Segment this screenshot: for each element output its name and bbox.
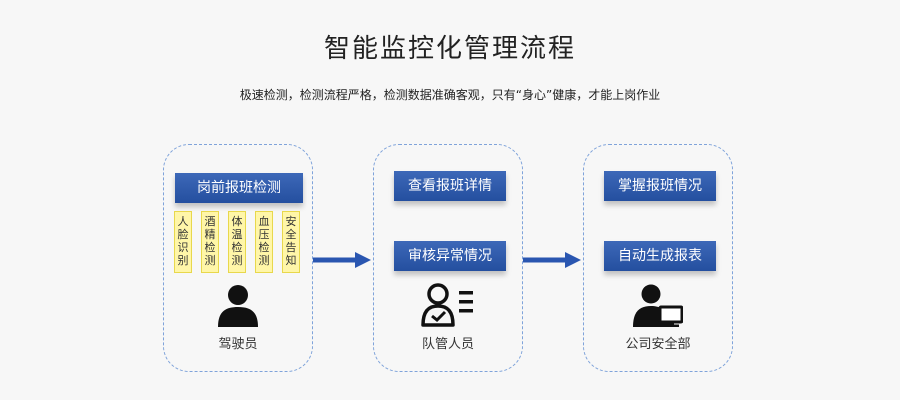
page-title: 智能监控化管理流程 [323,34,576,64]
manager-label: 队管人员 [421,337,474,352]
driver-label: 驾驶员 [218,337,258,352]
check-blood-pressure: 血压检测 [255,211,273,273]
check-safety-notice: 安全告知 [282,211,300,273]
person-computer-icon [633,284,683,327]
check-face-recognition: 人脸识别 [174,211,192,273]
manager-person-checklist-icon [421,283,473,327]
grasp-shift-status-button[interactable]: 掌握报班情况 [604,171,716,201]
page-subtitle: 极速检测，检测流程严格，检测数据准确客观，只有“身心”健康，才能上岗作业 [239,88,661,102]
flow-arrow-2 [523,252,581,268]
manager-panel: 查看报班详情 审核异常情况 队管人员 [373,144,523,372]
check-alcohol: 酒精检测 [201,211,219,273]
check-temperature: 体温检测 [228,211,246,273]
view-shift-details-button[interactable]: 查看报班详情 [394,171,506,201]
safety-department-label: 公司安全部 [625,337,691,352]
auto-generate-report-button[interactable]: 自动生成报表 [604,241,716,271]
review-anomalies-button[interactable]: 审核异常情况 [394,241,506,271]
driver-person-icon [218,285,258,327]
pre-shift-check-button[interactable]: 岗前报班检测 [175,173,303,203]
safety-department-panel: 掌握报班情况 自动生成报表 公司安全部 [583,144,733,372]
flow-arrow-1 [313,252,371,268]
driver-panel: 岗前报班检测 人脸识别 酒精检测 体温检测 血压检测 安全告知 驾驶员 [163,144,313,372]
